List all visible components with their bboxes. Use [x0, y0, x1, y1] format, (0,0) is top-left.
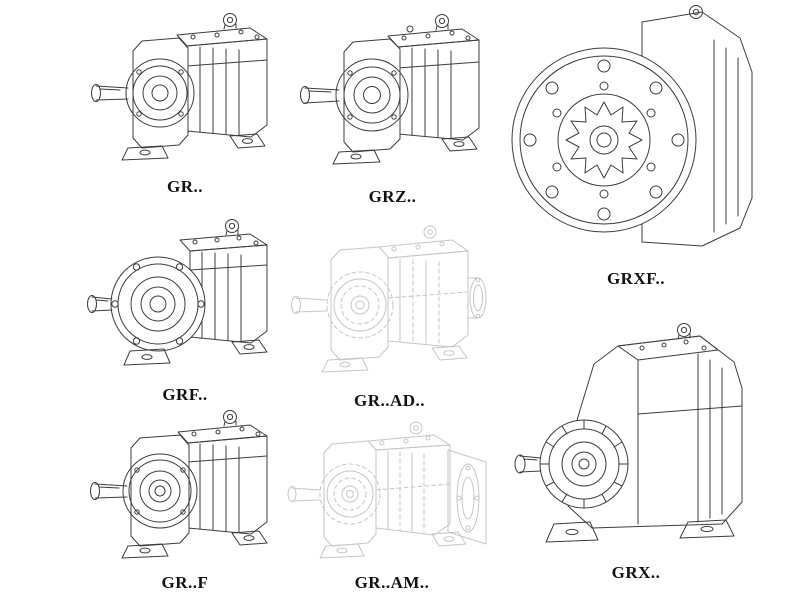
flange-face [511, 47, 697, 233]
mounting-feet [545, 519, 735, 543]
figure-label-gr-ad: GR..AD.. [353, 391, 426, 410]
rear-adapter [467, 277, 487, 319]
input-shaft [291, 296, 328, 314]
figure-label-grxf: GRXF.. [606, 269, 666, 288]
housing [641, 11, 753, 247]
bearing-boss [539, 419, 629, 509]
gearbox-drawing-gr [91, 13, 268, 161]
bearing-face [122, 434, 198, 547]
figure-label-gr-f: GR..F [161, 573, 209, 592]
eye-bolt-icon [223, 410, 237, 427]
figure-label-grz: GRZ.. [368, 187, 417, 206]
gearbox-drawing-gr-ad [291, 225, 487, 373]
figure-label-gr: GR.. [167, 177, 203, 196]
gearbox-drawing-gr-am [287, 421, 487, 559]
eye-bolt-icon [223, 13, 237, 30]
bearing-face [319, 440, 381, 547]
figure-grz: GRZ.. [290, 2, 495, 207]
output-flange [447, 449, 487, 545]
bearing-face [335, 38, 409, 153]
bearing-face [125, 37, 195, 149]
eye-bolt-icon [409, 421, 423, 435]
figure-gr-ad: GR..AD.. [282, 214, 497, 411]
figure-label-gr-am: GR..AM.. [354, 573, 430, 592]
mounting-feet [121, 530, 268, 559]
housing [567, 335, 743, 529]
flange-face [110, 256, 206, 352]
figure-grf: GRF.. [80, 212, 290, 405]
bearing-face [326, 246, 394, 361]
input-shaft [514, 454, 542, 474]
figure-gr-am: GR..AM.. [282, 404, 502, 593]
gearbox-drawing-grxf [511, 5, 753, 247]
gearbox-drawing-grf [87, 219, 268, 366]
input-shaft [87, 295, 113, 313]
housing [397, 39, 480, 141]
eye-bolt-icon [435, 14, 449, 31]
mounting-feet [319, 531, 467, 559]
housing [187, 435, 268, 535]
mounting-feet [123, 339, 268, 366]
eye-bolt-icon [689, 5, 703, 19]
gearbox-drawing-grx [514, 323, 743, 543]
figure-label-grf: GRF.. [162, 385, 208, 404]
figure-gr: GR.. [80, 4, 290, 197]
mounting-feet [332, 136, 478, 165]
input-shaft [91, 84, 129, 102]
housing [375, 444, 451, 536]
input-shaft [90, 482, 128, 500]
housing [186, 38, 268, 138]
eye-bolt-icon [423, 225, 437, 239]
mounting-feet [121, 133, 266, 161]
gearbox-drawing-gr-f [90, 410, 268, 559]
input-shaft [300, 86, 340, 104]
input-shaft [287, 486, 321, 502]
eye-bolt-icon [677, 323, 691, 340]
figure-grxf: GRXF.. [492, 0, 780, 289]
figure-label-grx: GRX.. [611, 563, 661, 582]
figure-gr-f: GR..F [80, 404, 290, 593]
housing [387, 250, 469, 348]
eye-bolt-icon [225, 219, 239, 236]
figure-grx: GRX.. [492, 296, 780, 583]
gearbox-drawing-grz [300, 14, 480, 165]
mounting-feet [321, 345, 468, 373]
